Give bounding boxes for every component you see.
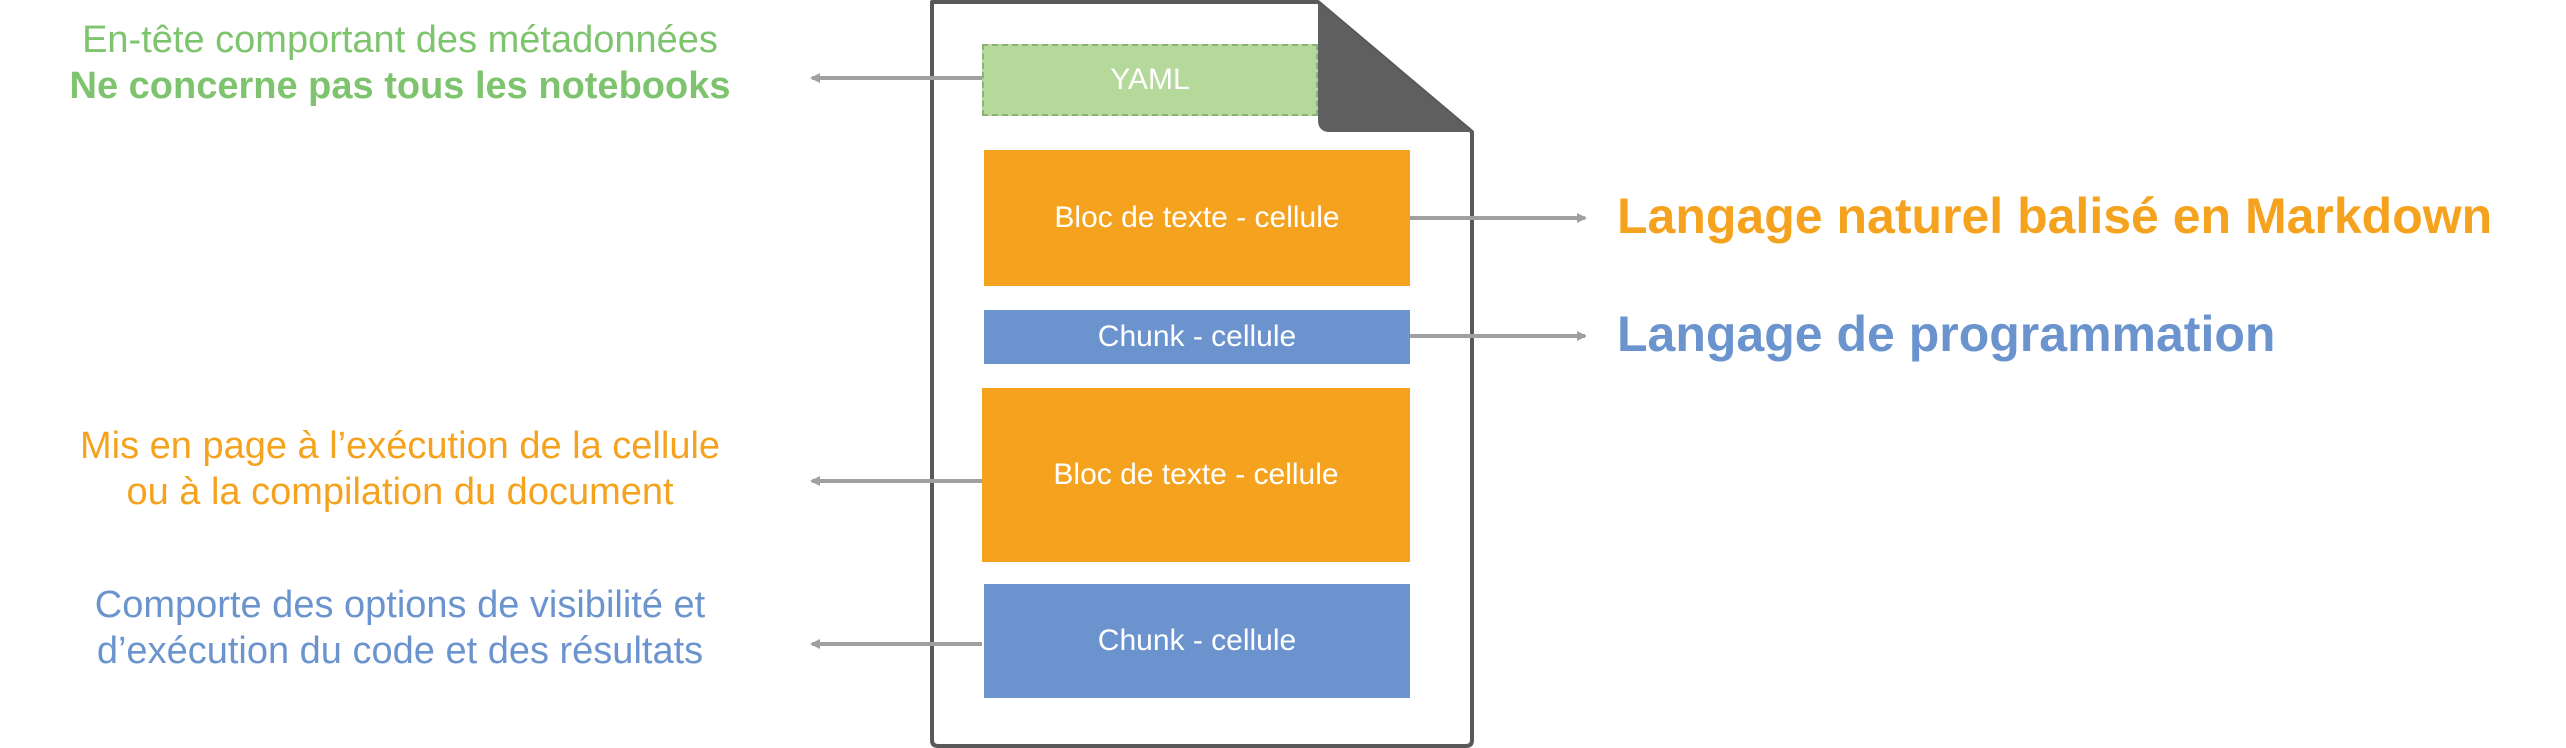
yaml-annotation-line1: En-tête comportant des métadonnées	[82, 19, 718, 61]
chunk-cell-label-1: Chunk - cellule	[1097, 320, 1297, 353]
programming-annotation: Langage de programmation	[1617, 306, 2276, 362]
chunk-options-annotation: Comporte des options de visibilité et d’…	[0, 583, 800, 674]
render-annotation: Mis en page à l’exécution de la cellule …	[0, 424, 800, 515]
text-cell-block-1: Bloc de texte - cellule	[984, 150, 1410, 286]
yaml-header-block: YAML	[982, 44, 1318, 116]
render-annotation-line1: Mis en page à l’exécution de la cellule	[79, 425, 721, 467]
chunk-options-line2: d’exécution du code et des résultats	[96, 629, 704, 672]
render-annotation-line2: ou à la compilation du document	[126, 470, 674, 513]
chunk-cell-label-2: Chunk - cellule	[1097, 624, 1297, 657]
chunk-cell-block-2: Chunk - cellule	[984, 584, 1410, 698]
yaml-annotation: En-tête comportant des métadonnées Ne co…	[0, 18, 800, 109]
markdown-annotation: Langage naturel balisé en Markdown	[1617, 188, 2493, 244]
yaml-annotation-line2: Ne concerne pas tous les notebooks	[69, 64, 731, 107]
chunk-options-line1: Comporte des options de visibilité et	[94, 584, 706, 626]
chunk-cell-block-1: Chunk - cellule	[984, 310, 1410, 364]
text-cell-block-2: Bloc de texte - cellule	[982, 388, 1410, 562]
text-cell-label-2: Bloc de texte - cellule	[1053, 458, 1339, 491]
text-cell-label-1: Bloc de texte - cellule	[1054, 201, 1340, 234]
page-fold-corner	[1318, 2, 1472, 132]
yaml-label: YAML	[1110, 63, 1190, 96]
